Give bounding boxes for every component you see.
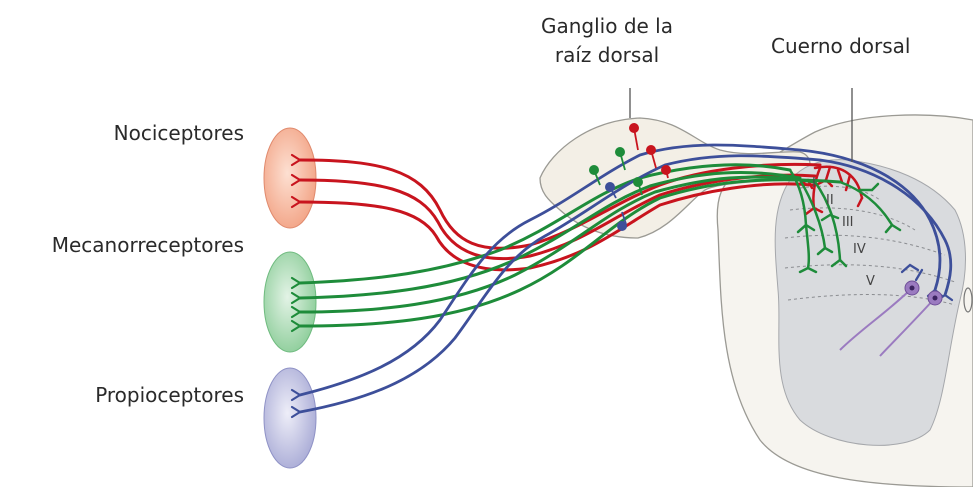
mecanoreceptor-receptive-field xyxy=(264,252,316,352)
lamina-label-2: II xyxy=(826,193,834,208)
lamina-label-5: V xyxy=(866,274,875,289)
propioceptores-label: Propioceptores xyxy=(95,382,244,408)
proprioceptor-receptive-field xyxy=(264,368,316,468)
lamina-label-4: IV xyxy=(853,242,866,257)
ganglio-label-line-1: Ganglio de la xyxy=(537,12,677,41)
central-canal xyxy=(964,288,972,312)
nociceptor-receptive-field xyxy=(264,128,316,228)
mecanorreceptores-label: Mecanorreceptores xyxy=(52,232,244,258)
ganglio-label-line-2: raíz dorsal xyxy=(537,41,677,70)
ganglio-raiz-dorsal-label: Ganglio de la raíz dorsal xyxy=(537,12,677,70)
nociceptores-label: Nociceptores xyxy=(114,120,244,146)
cuerno-dorsal-label: Cuerno dorsal xyxy=(771,33,910,59)
lamina-label-3: III xyxy=(842,215,854,230)
lamina-label-1: I xyxy=(812,176,816,191)
